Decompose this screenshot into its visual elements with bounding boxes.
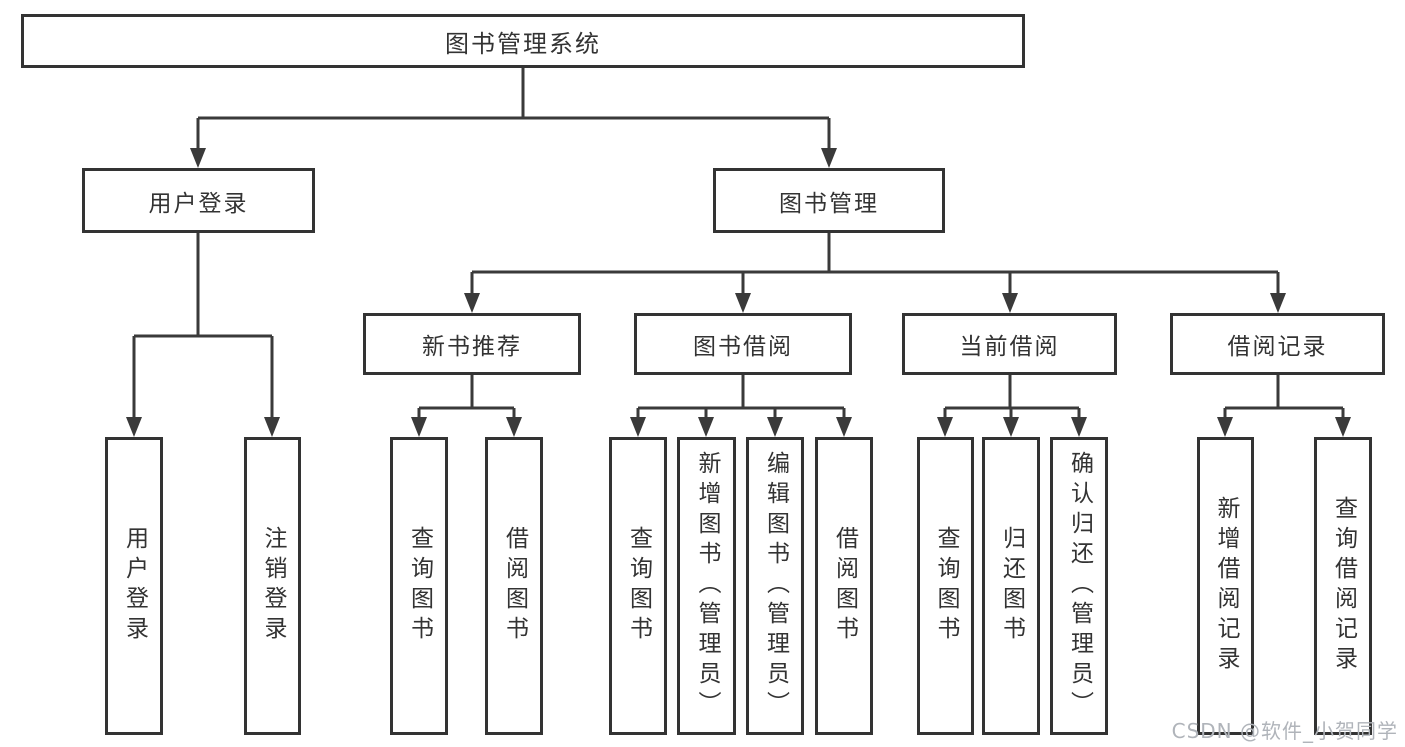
leaf-label: 确认归还（管理员） (1066, 451, 1093, 721)
leaf-user-login: 用户登录 (105, 437, 163, 735)
node-label: 用户登录 (148, 190, 249, 217)
leaf-query-books-recommend: 查询图书 (390, 437, 448, 735)
leaf-query-books-borrow: 查询图书 (609, 437, 667, 735)
leaf-label: 查询图书 (933, 526, 959, 646)
leaf-confirm-return-admin: 确认归还（管理员） (1050, 437, 1108, 735)
leaf-label: 注销登录 (260, 526, 286, 646)
leaf-query-books-current: 查询图书 (917, 437, 974, 735)
node-label: 图书借阅 (693, 334, 793, 360)
leaf-label: 编辑图书（管理员） (762, 451, 789, 721)
leaf-label: 查询图书 (625, 526, 652, 646)
leaf-add-books-admin: 新增图书（管理员） (677, 437, 736, 735)
leaf-edit-books-admin: 编辑图书（管理员） (746, 437, 804, 735)
csdn-watermark: CSDN @软件_小贺同学 (1171, 719, 1398, 743)
leaf-query-borrow-record: 查询借阅记录 (1314, 437, 1372, 735)
node-label: 图书管理系统 (445, 29, 601, 58)
node-label: 借阅记录 (1227, 334, 1328, 360)
node-label: 新书推荐 (422, 334, 522, 360)
node-label: 图书管理 (779, 190, 879, 217)
leaf-logout: 注销登录 (244, 437, 301, 735)
node-new-book-recommendation: 新书推荐 (363, 313, 581, 375)
node-library-management-system: 图书管理系统 (21, 14, 1025, 68)
leaf-label: 新增图书（管理员） (694, 451, 720, 721)
leaf-return-books: 归还图书 (982, 437, 1040, 735)
node-user-login: 用户登录 (82, 168, 315, 233)
leaf-borrow-books-recommend: 借阅图书 (485, 437, 543, 735)
leaf-borrow-books: 借阅图书 (815, 437, 873, 735)
leaf-label: 新增借阅记录 (1213, 496, 1239, 676)
node-label: 当前借阅 (959, 334, 1060, 360)
leaf-label: 查询图书 (406, 526, 433, 646)
leaf-label: 查询借阅记录 (1330, 496, 1357, 676)
leaf-add-borrow-record: 新增借阅记录 (1197, 437, 1254, 735)
leaf-label: 归还图书 (998, 526, 1025, 646)
node-book-borrowing: 图书借阅 (634, 313, 852, 375)
node-borrowing-records: 借阅记录 (1170, 313, 1385, 375)
node-book-management: 图书管理 (713, 168, 945, 233)
leaf-label: 借阅图书 (501, 526, 528, 646)
leaf-label: 用户登录 (121, 526, 148, 646)
leaf-label: 借阅图书 (831, 526, 858, 646)
node-current-borrowing: 当前借阅 (902, 313, 1117, 375)
